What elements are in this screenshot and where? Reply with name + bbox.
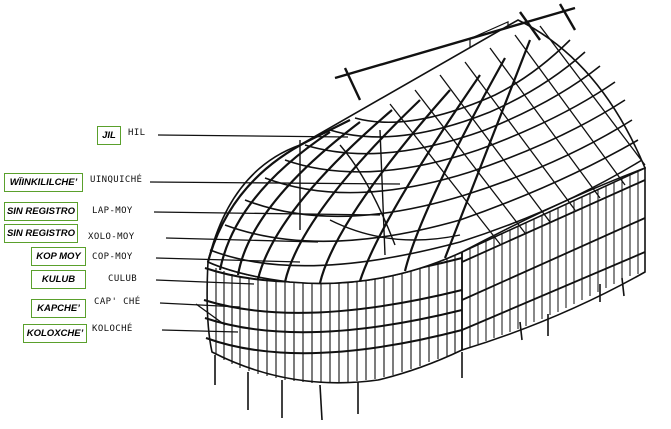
label-uinquiche: UINQUICHÉ	[90, 175, 143, 185]
label-hil: HIL	[128, 128, 146, 138]
label-box-kulub: KULUB	[31, 270, 86, 289]
label-box-sin-registro-2: SIN REGISTRO	[4, 224, 78, 243]
label-box-jil: JIL	[97, 126, 121, 145]
label-box-koloxche: KOLOXCHE’	[23, 324, 87, 343]
roof	[206, 3, 647, 285]
ground-posts	[214, 277, 625, 421]
label-koloche: KOLOCHÉ	[92, 324, 133, 334]
label-culub: CULUB	[108, 274, 138, 284]
label-box-kapche: KAPCHE’	[31, 299, 86, 318]
interior-beams	[299, 129, 461, 256]
label-box-kop-moy: KOP MOY	[31, 247, 86, 266]
label-cop-moy: COP-MOY	[92, 252, 133, 262]
ridge-pole	[334, 3, 577, 101]
label-xolo-moy: XOLO-MOY	[88, 232, 135, 242]
label-box-wiinkililche: WÏINKILILCHE’	[4, 173, 83, 192]
label-cap-che: CAP' CHÉ	[94, 297, 141, 307]
label-box-sin-registro-1: SIN REGISTRO	[4, 202, 78, 221]
leader-lines	[149, 134, 401, 333]
label-lap-moy: LAP-MOY	[92, 206, 133, 216]
